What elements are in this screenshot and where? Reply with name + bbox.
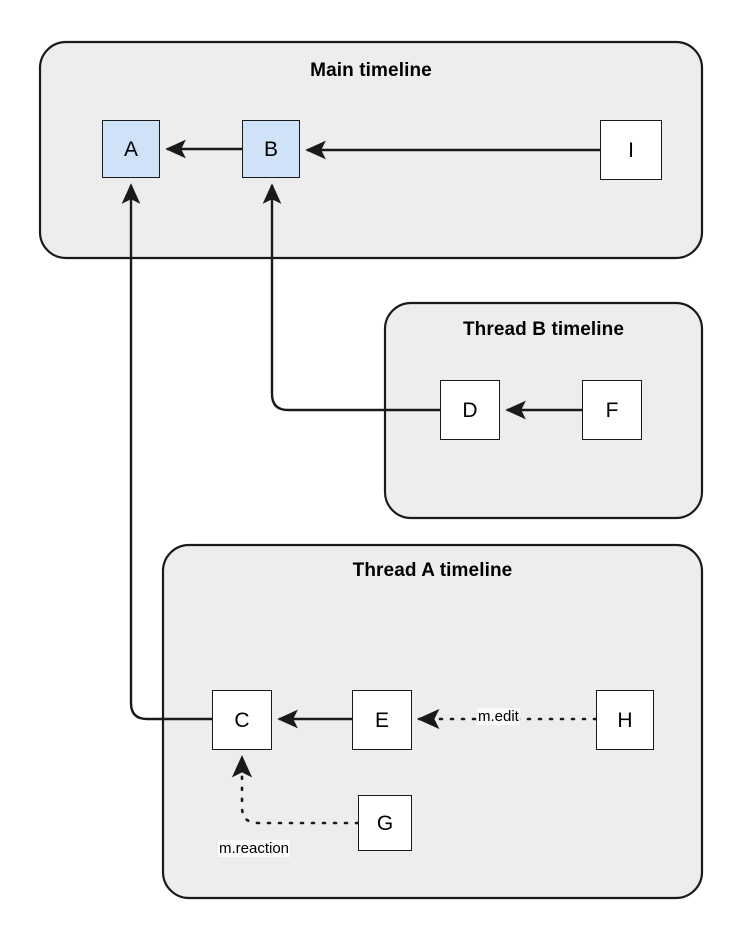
node-label-I: I [628, 138, 634, 162]
group-title-thread-a: Thread A timeline [352, 560, 513, 581]
node-label-G: G [376, 811, 394, 835]
node-label-B: B [263, 137, 278, 161]
node-G[interactable]: G [358, 795, 412, 851]
edge-C-to-A [121, 183, 212, 721]
edge-label-m-edit: m.edit [477, 708, 520, 726]
node-D[interactable]: D [440, 380, 500, 440]
edge-label-m-reaction: m.reaction [218, 840, 291, 858]
node-E[interactable]: E [352, 690, 412, 750]
node-label-F: F [605, 398, 619, 422]
edge-D-to-B [262, 183, 440, 412]
node-label-E: E [374, 708, 389, 732]
group-title-main: Main timeline [310, 60, 432, 81]
node-B[interactable]: B [242, 120, 300, 178]
node-F[interactable]: F [582, 380, 642, 440]
group-title-thread-b: Thread B timeline [462, 319, 625, 340]
node-I[interactable]: I [600, 120, 662, 180]
node-H[interactable]: H [596, 690, 654, 750]
node-A[interactable]: A [102, 120, 160, 178]
node-label-C: C [234, 708, 250, 732]
node-C[interactable]: C [212, 690, 272, 750]
node-label-A: A [123, 137, 138, 161]
node-label-H: H [617, 708, 633, 732]
node-label-D: D [462, 398, 478, 422]
edge-G-to-C [231, 755, 360, 825]
